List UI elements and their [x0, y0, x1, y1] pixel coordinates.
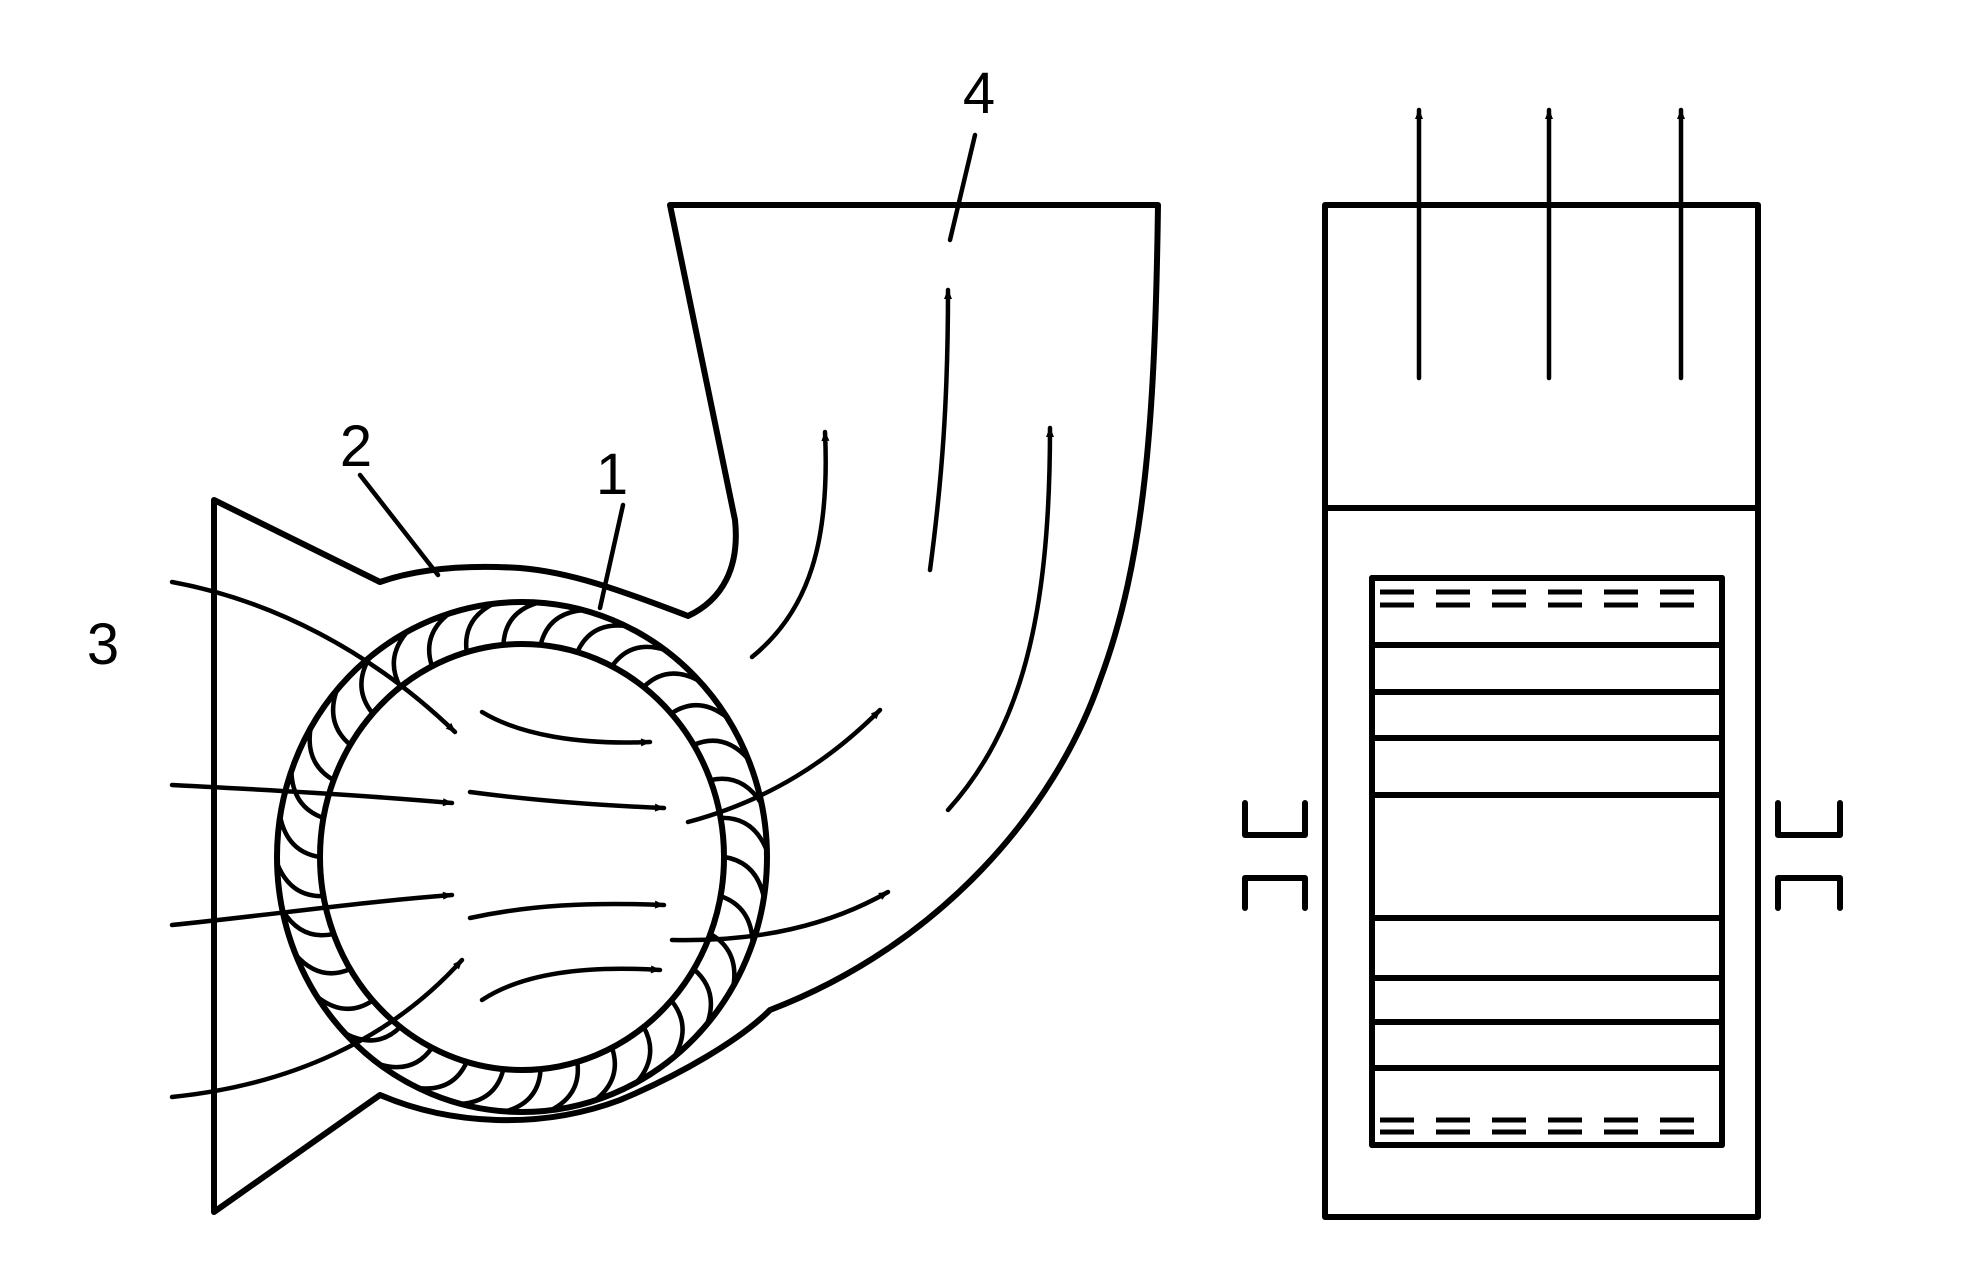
left-bearing-lower	[1242, 875, 1308, 911]
inner-arrow-2	[467, 789, 667, 812]
housing-outline	[211, 202, 1161, 1215]
leader-line-4	[947, 132, 978, 243]
outlet-arrow-3	[945, 425, 1054, 813]
inlet-arrow-3	[169, 891, 455, 928]
inner-arrow-1	[479, 709, 653, 747]
impeller-blade	[289, 768, 326, 821]
discharge-arrows	[1415, 107, 1685, 381]
leader-line-2	[357, 472, 441, 578]
impeller-blade	[277, 814, 323, 860]
impeller-blade	[503, 1066, 543, 1114]
outlet-arrow-2	[927, 287, 952, 573]
left-bearing-upper	[1242, 800, 1308, 838]
impeller-blade	[463, 601, 496, 655]
impeller-blade	[592, 1045, 618, 1103]
impeller-blade	[609, 644, 668, 669]
impeller-blade	[718, 815, 770, 853]
inner-arrow-3	[467, 900, 667, 921]
impeller-inner-ring	[317, 641, 727, 1073]
inlet-arrow-2	[169, 782, 455, 807]
label-housing: 2	[340, 414, 372, 479]
impeller-blade	[274, 861, 326, 899]
leader-line-1	[597, 502, 626, 611]
impeller-blade	[691, 738, 751, 762]
label-outlet: 4	[963, 61, 995, 126]
inlet-flow-arrows	[169, 579, 465, 1100]
impeller-blade	[314, 994, 375, 1012]
impeller-blade	[307, 725, 336, 783]
impeller-blade	[538, 607, 586, 648]
impeller-blade	[634, 1024, 653, 1085]
impeller-blade	[501, 600, 541, 648]
impeller-blade	[342, 1024, 403, 1043]
outlet-arrow-1	[749, 429, 830, 660]
impeller-outer-ring	[274, 599, 770, 1115]
outlet-arrow-5	[669, 889, 891, 943]
impeller-blade	[416, 1059, 469, 1091]
outlet-flow-arrows	[669, 287, 1054, 943]
impeller-blade	[330, 687, 353, 748]
drum-blade-lines	[1369, 642, 1725, 1071]
impeller-blade	[669, 702, 730, 720]
inlet-arrow-1	[169, 579, 458, 735]
impeller	[274, 599, 770, 1115]
inlet-arrow-4	[169, 957, 465, 1100]
impeller-blade	[691, 966, 714, 1027]
side-view: 1 2 3 4	[87, 61, 1161, 1215]
impeller-blade	[458, 1066, 506, 1107]
fan-housing	[211, 202, 1161, 1215]
impeller-blade	[641, 671, 702, 690]
impeller-blade	[721, 854, 767, 900]
impeller-blade	[708, 931, 737, 989]
label-impeller: 1	[596, 442, 628, 507]
impeller-blade	[376, 1045, 435, 1070]
front-housing-outline	[1322, 202, 1761, 1220]
left-bearing	[1242, 800, 1308, 911]
impeller-blade	[669, 998, 685, 1059]
inner-arrow-4	[479, 965, 663, 1003]
impeller-blade	[426, 611, 452, 669]
impeller-blade	[293, 952, 353, 976]
leader-lines	[357, 132, 978, 611]
impeller-blade	[280, 907, 336, 938]
front-view	[1242, 107, 1843, 1220]
right-bearing	[1775, 800, 1843, 911]
outlet-arrow-4	[685, 707, 883, 825]
impeller-drum	[1369, 575, 1725, 1148]
right-bearing-lower	[1775, 875, 1843, 911]
impeller-blade	[548, 1059, 581, 1113]
right-bearing-upper	[1775, 800, 1843, 838]
label-inlet: 3	[87, 612, 119, 677]
impeller-blade	[575, 623, 628, 655]
inner-flow-arrows	[467, 709, 667, 1003]
